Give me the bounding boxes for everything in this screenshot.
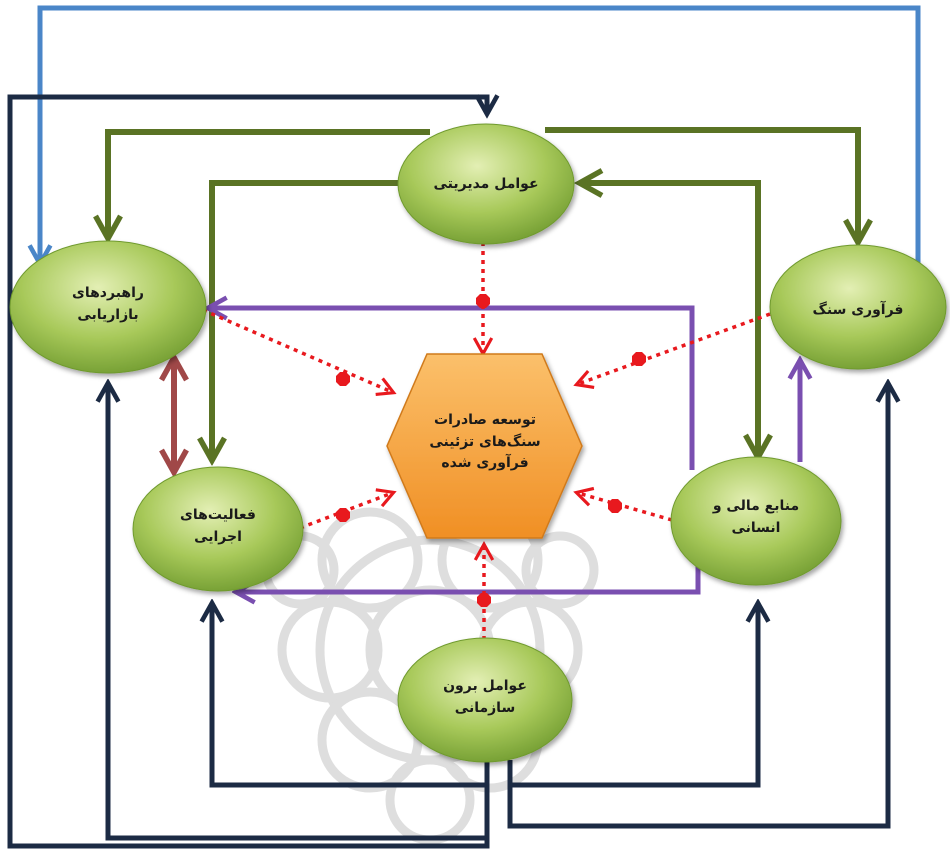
node-marketing <box>9 240 207 374</box>
arrow-external-to-management-navy <box>7 97 487 849</box>
arrow-management-to-marketing <box>108 129 430 236</box>
marker-octagon <box>336 372 350 386</box>
management-label: عوامل مدیریتی <box>416 174 556 196</box>
center-label-line2: سنگ‌های تزئینی <box>429 433 541 450</box>
resources-label-line1: منابع مالی و <box>712 498 800 514</box>
arrow-external-to-stone-navy <box>507 385 888 829</box>
arrow-management-to-operations <box>212 180 405 458</box>
external-label-line2: سازمانی <box>454 699 516 716</box>
operations-label-line1: فعالیت‌های <box>180 507 256 523</box>
arrow-resources-to-operations-purple <box>238 565 701 592</box>
resources-label: منابع مالی و انسانی <box>696 496 816 539</box>
node-external <box>397 637 573 763</box>
marker-octagon <box>632 352 646 366</box>
stone-processing-label-line1: فرآوری سنگ <box>812 302 904 318</box>
arrow-management-to-stone <box>545 127 858 240</box>
node-resources <box>670 456 842 586</box>
resources-label-line2: انسانی <box>731 519 781 536</box>
arrow-external-to-operations-navy <box>212 605 490 788</box>
node-operations <box>132 466 304 592</box>
marker-octagon <box>336 508 350 522</box>
dotted-stone-to-center <box>573 312 771 389</box>
center-label: توسعه صادرات سنگ‌های تزئینی فرآوری شده <box>395 410 575 475</box>
node-stone-processing <box>769 244 947 370</box>
node-management <box>397 123 575 245</box>
management-label-line1: عوامل مدیریتی <box>433 176 539 192</box>
marker-octagon <box>608 499 622 513</box>
marker-octagon <box>477 593 491 607</box>
marketing-label-line2: بازاریابی <box>77 306 139 323</box>
marker-octagon <box>476 294 490 308</box>
external-label-line1: عوامل برون <box>443 678 527 694</box>
marketing-label: راهبردهای بازاریابی <box>48 283 168 326</box>
arrow-resources-to-marketing-purple <box>210 308 695 470</box>
operations-label-line2: اجرایی <box>194 528 242 545</box>
dotted-operations-to-center <box>299 488 397 530</box>
marketing-label-line1: راهبردهای <box>72 285 144 301</box>
stone-processing-label: فرآوری سنگ <box>793 300 923 322</box>
center-label-line3: فرآوری شده <box>441 455 529 472</box>
center-hexagon <box>386 353 583 539</box>
dotted-resources-to-center <box>573 486 673 522</box>
arrow-stone-to-marketing-blue <box>40 5 921 270</box>
operations-label: فعالیت‌های اجرایی <box>158 505 278 548</box>
dotted-marketing-to-center <box>202 308 397 397</box>
external-label: عوامل برون سازمانی <box>425 676 545 719</box>
center-label-line1: توسعه صادرات <box>434 412 536 428</box>
